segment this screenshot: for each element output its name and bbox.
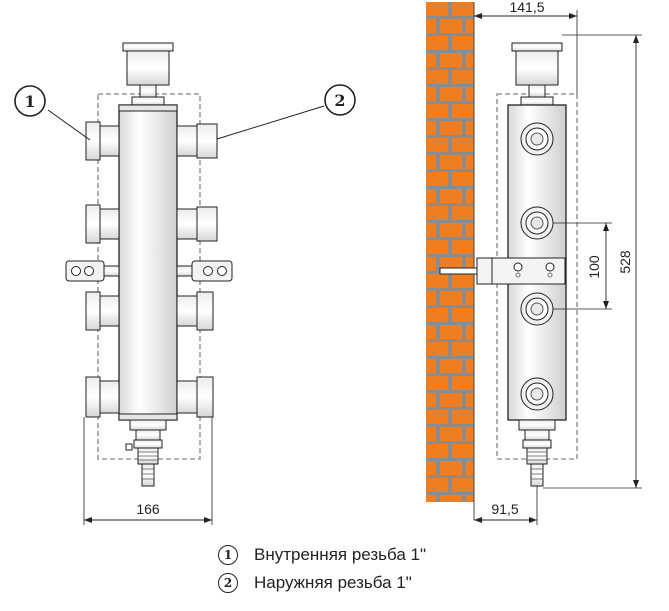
legend-item-2: 2 Наружняя резьба 1" bbox=[218, 571, 638, 595]
callout-2: 2 bbox=[216, 84, 356, 140]
legend-1-text: Внутренняя резьба 1" bbox=[254, 545, 427, 564]
dimension-width-front: 166 bbox=[83, 417, 213, 525]
port-4-side bbox=[520, 377, 554, 411]
port-3-side bbox=[520, 292, 554, 326]
callout-1: 1 bbox=[14, 85, 91, 141]
port-1-side bbox=[520, 122, 554, 156]
air-vent-side bbox=[511, 42, 563, 106]
wall-bracket-side bbox=[439, 257, 566, 285]
dimension-wall-offset-top: 141,5 bbox=[474, 0, 578, 94]
legend-1-number: 1 bbox=[218, 545, 238, 565]
dimension-total-height: 528 bbox=[543, 34, 642, 489]
mounting-bracket-right bbox=[176, 260, 233, 282]
dimension-wall-offset-top-label: 141,5 bbox=[509, 0, 544, 15]
legend-item-1: 1 Внутренняя резьба 1" bbox=[218, 543, 638, 567]
legend-2-text: Наружняя резьба 1" bbox=[254, 573, 412, 592]
dimension-port-spacing-label: 100 bbox=[586, 255, 602, 279]
dimension-width-front-label: 166 bbox=[136, 501, 160, 517]
right-fittings-front bbox=[176, 123, 218, 418]
port-2-side bbox=[520, 206, 554, 240]
dimension-port-spacing: 100 bbox=[553, 222, 612, 310]
brick-wall bbox=[426, 2, 474, 502]
side-view: 141,5 528 100 91,5 bbox=[426, 0, 642, 525]
collector-body-front bbox=[118, 104, 178, 421]
air-vent-front bbox=[122, 42, 174, 106]
dimension-wall-offset-bottom: 91,5 bbox=[474, 486, 538, 525]
dimension-total-height-label: 528 bbox=[617, 250, 633, 274]
dimension-wall-offset-bottom-label: 91,5 bbox=[491, 501, 518, 517]
drain-valve-front bbox=[125, 419, 167, 487]
front-view: 1 2 166 bbox=[14, 42, 356, 525]
legend-2-number: 2 bbox=[218, 573, 238, 593]
left-fittings-front bbox=[85, 121, 120, 418]
drain-valve-side bbox=[518, 419, 556, 487]
callout-1-number: 1 bbox=[24, 92, 35, 111]
mounting-bracket-left bbox=[65, 260, 120, 282]
callout-2-number: 2 bbox=[334, 91, 345, 110]
